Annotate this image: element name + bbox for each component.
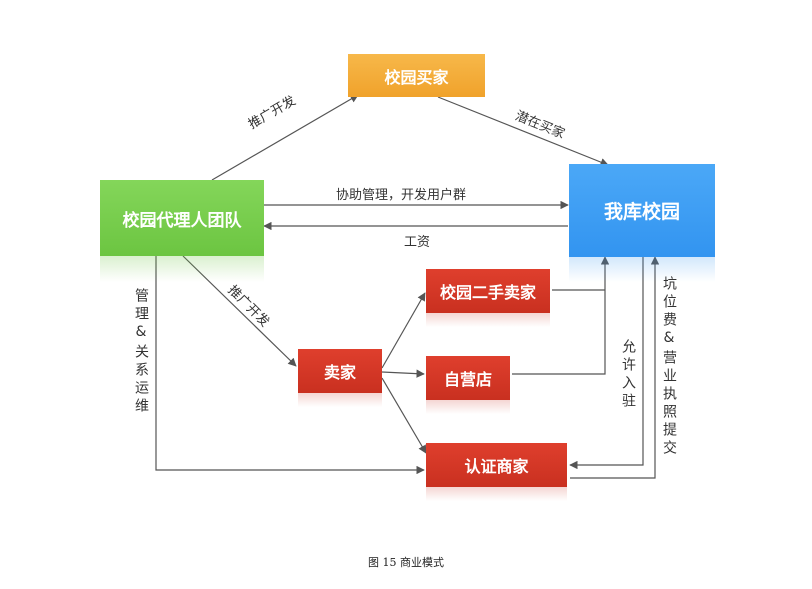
node-campus-agent-team: 校园代理人团队 xyxy=(100,180,264,256)
edge-allow-entry xyxy=(512,256,610,375)
edge-seller-to-selfstore xyxy=(381,369,425,378)
node-campus-second-hand-seller: 校园二手卖家 xyxy=(426,269,550,313)
woku-reflection xyxy=(569,256,715,282)
edge-seller-to-secondhand xyxy=(381,292,426,369)
edge-buyer-to-woku xyxy=(437,96,609,167)
edge-seller-to-merchant xyxy=(381,377,427,454)
node-woku-campus: 我库校园 xyxy=(569,164,715,257)
agent-team-reflection xyxy=(100,256,264,282)
edge-agent-manage-merchant xyxy=(155,256,425,475)
selfstore-reflection xyxy=(426,400,510,414)
edge-merchant-to-woku xyxy=(570,256,660,479)
label-allow-entry: 允许入驻 xyxy=(620,339,636,411)
label-slot-fee-license: 坑位费&营业执照提交 xyxy=(661,276,677,458)
node-seller: 卖家 xyxy=(298,349,382,393)
edge-woku-to-merchant xyxy=(569,257,644,470)
edge-agent-to-buyer xyxy=(211,94,359,181)
secondhand-reflection xyxy=(426,313,550,327)
label-manage-relations: 管理&关系运维 xyxy=(133,288,149,416)
label-assist-manage: 协助管理，开发用户群 xyxy=(336,188,467,203)
label-salary: 工资 xyxy=(404,235,431,250)
merchant-reflection xyxy=(426,487,567,501)
node-self-operated-store: 自营店 xyxy=(426,356,510,400)
seller-reflection xyxy=(298,393,382,407)
node-campus-buyer: 校园买家 xyxy=(348,54,485,97)
edge-agent-to-seller xyxy=(182,255,297,367)
figure-caption: 图 15 商业模式 xyxy=(368,556,444,569)
node-certified-merchant: 认证商家 xyxy=(426,443,567,487)
